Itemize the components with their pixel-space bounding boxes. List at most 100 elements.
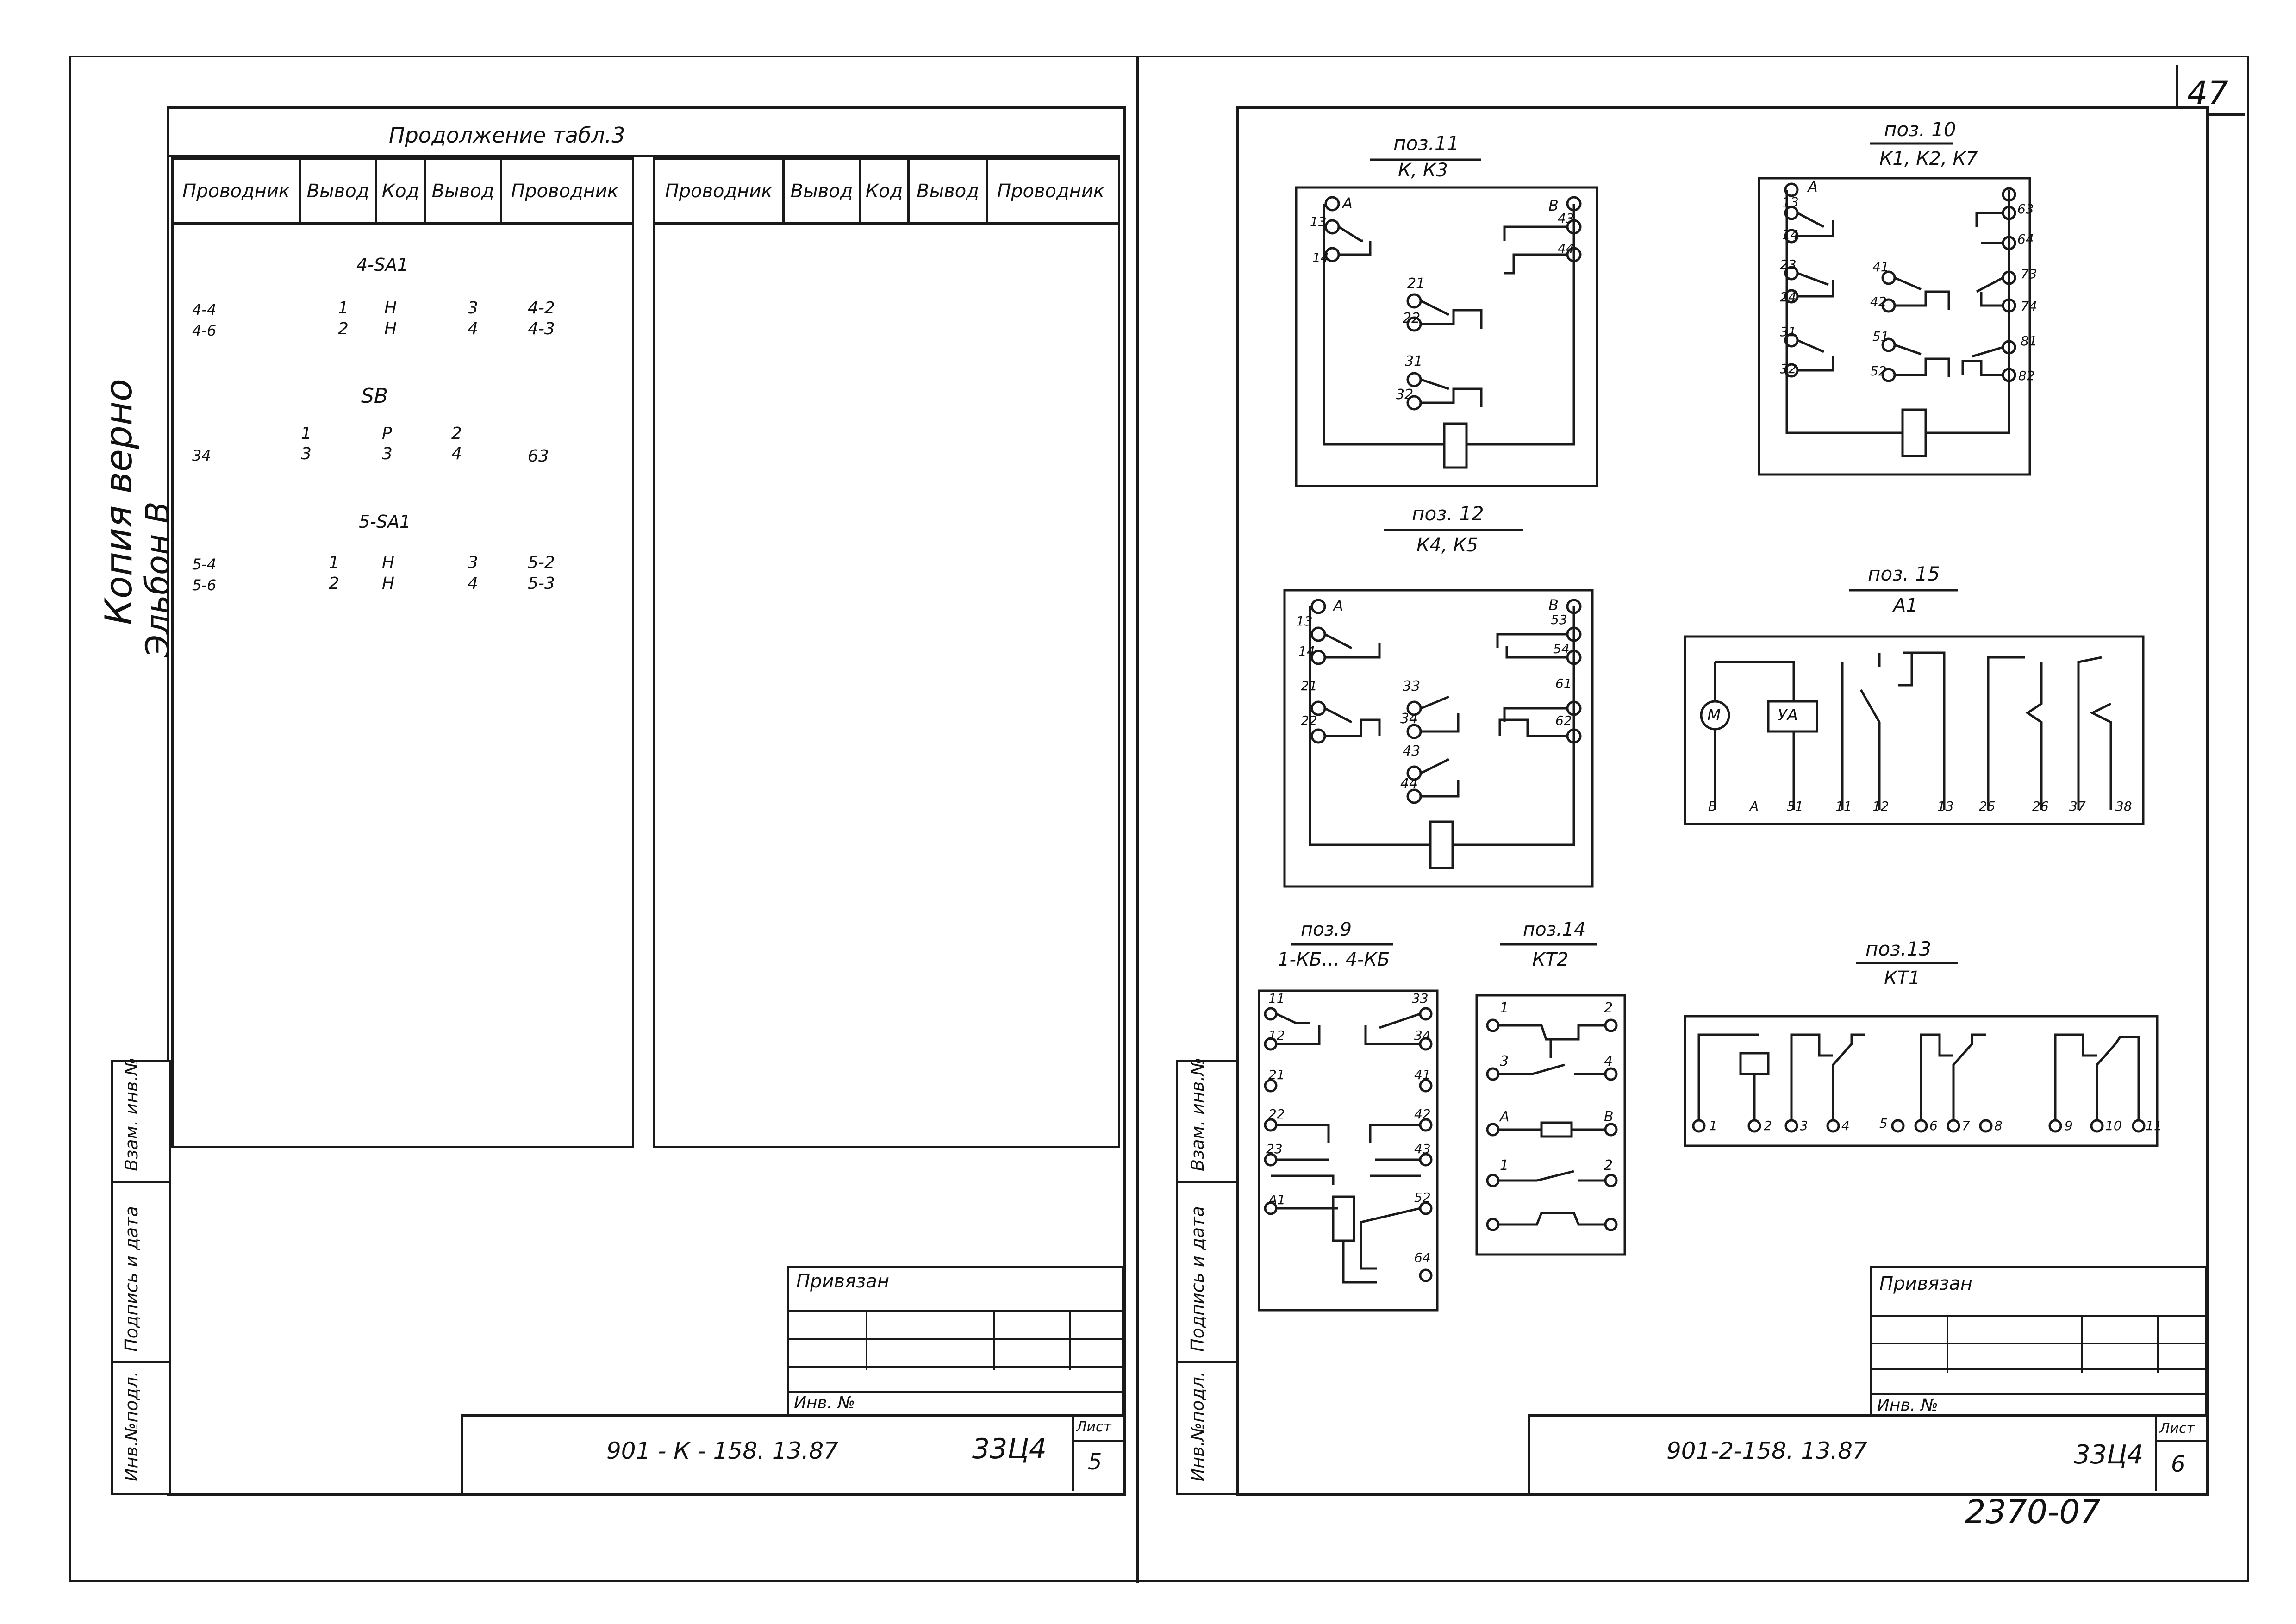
table-cell: 2 4 <box>451 424 462 463</box>
terminal-label: 8 <box>1994 1118 2003 1133</box>
terminal-label: 1 <box>1709 1118 1717 1133</box>
terminal-label: 11 <box>1268 991 1285 1006</box>
terminal-label: 41 <box>1414 1067 1431 1082</box>
col-b1 <box>782 157 785 225</box>
header-a-conductor2: Проводник <box>511 180 618 202</box>
terminal-label: 25 <box>1979 799 1996 814</box>
terminal-label: 32 <box>1396 387 1414 403</box>
terminal-label: 14 <box>1298 643 1315 659</box>
right-sheet-frame <box>1236 106 2209 1496</box>
terminal-label: 41 <box>1872 259 1889 275</box>
terminal-label: 22 <box>1268 1106 1285 1122</box>
terminal-label: 33 <box>1403 678 1421 694</box>
terminal-label: 23 <box>1266 1141 1283 1156</box>
terminal-label: 82 <box>2018 368 2035 383</box>
table-cell: Р 3 <box>382 424 393 463</box>
terminal-label: 52 <box>1414 1190 1431 1205</box>
right-doc-code: 901-2-158. 13.87 <box>1666 1437 1867 1464</box>
terminal-label: 37 <box>2069 799 2086 814</box>
pos12-label: поз. 12 <box>1412 502 1484 525</box>
terminal-label: 13 <box>1310 214 1327 229</box>
terminal-label: 34 <box>1400 711 1418 727</box>
terminal-label: 43 <box>1558 211 1574 226</box>
col-b2 <box>859 157 861 225</box>
header-b-output2: Вывод <box>917 180 979 202</box>
left-table-title: Продолжение табл.3 <box>389 123 625 148</box>
terminal-label: 13 <box>1782 194 1799 210</box>
pos13-devices: КТ1 <box>1884 968 1921 989</box>
terminal-label: 31 <box>1405 353 1423 369</box>
terminal-label: 12 <box>1872 799 1889 814</box>
terminal-label: 38 <box>2115 799 2132 814</box>
terminal-label: 73 <box>2021 266 2037 281</box>
pos14-label: поз.14 <box>1523 919 1586 940</box>
terminal-label: 1 <box>1500 1000 1509 1016</box>
right-priv-h2 <box>1870 1343 2206 1344</box>
terminal-label: 31 <box>1780 324 1797 339</box>
terminal-label: 81 <box>2021 333 2037 349</box>
left-inv-label: Инв. № <box>794 1393 855 1412</box>
pos10-label: поз. 10 <box>1884 118 1956 141</box>
terminal-label: 13 <box>1296 613 1313 629</box>
col-a1 <box>299 157 301 225</box>
pos15-label: поз. 15 <box>1868 562 1940 585</box>
terminal-label: 43 <box>1403 743 1421 759</box>
header-a-code: Код <box>381 180 419 202</box>
right-priv-v3 <box>2157 1315 2159 1373</box>
table-row: 5-4 <box>192 556 217 573</box>
table-cell: 4-2 <box>528 299 555 318</box>
right-priv-v2 <box>2081 1315 2083 1373</box>
header-b-conductor2: Проводник <box>997 180 1104 202</box>
table-cell: 5-3 <box>528 574 555 593</box>
terminal-label: 32 <box>1780 361 1797 376</box>
terminal-label: 9 <box>2065 1118 2073 1133</box>
table-cell: Н <box>382 553 395 572</box>
header-a-output2: Вывод <box>431 180 494 202</box>
terminal-label: 12 <box>1268 1028 1285 1043</box>
col-a2 <box>375 157 377 225</box>
terminal-label: 64 <box>2017 231 2034 247</box>
table-cell: Н <box>384 299 397 318</box>
table-cell: 2 <box>338 319 349 338</box>
terminal-label: 42 <box>1414 1106 1431 1122</box>
group-label-4sa1: 4-SA1 <box>356 255 409 275</box>
terminal-label: 11 <box>1835 799 1852 814</box>
left-strip-div2 <box>111 1361 169 1363</box>
terminal-label: 22 <box>1403 310 1421 326</box>
terminal-label: 21 <box>1301 678 1317 693</box>
terminal-label: 53 <box>1551 612 1567 627</box>
right-priv-h1 <box>1870 1315 2206 1317</box>
terminal-label: 22 <box>1301 713 1317 728</box>
right-side-strip <box>1176 1060 1238 1495</box>
terminal-label: 21 <box>1407 275 1425 292</box>
terminal-label: 1 <box>1500 1157 1509 1174</box>
terminal-label: В <box>1604 1109 1614 1125</box>
terminal-label: 43 <box>1414 1141 1431 1156</box>
left-stamp-list-div <box>1072 1414 1074 1491</box>
terminal-label: В <box>1708 799 1717 814</box>
terminal-label: 7 <box>1962 1118 1970 1133</box>
right-priv-v1 <box>1947 1315 1948 1373</box>
header-a-output1: Вывод <box>306 180 369 202</box>
table-cell: 3 <box>468 299 478 318</box>
terminal-label: А <box>1750 799 1759 814</box>
group-label-sb: SB <box>361 384 388 408</box>
left-sheet-code: 33Ц4 <box>972 1433 1047 1465</box>
pos13-label: поз.13 <box>1866 937 1932 960</box>
terminal-label: А <box>1333 597 1343 615</box>
terminal-label: 74 <box>2021 299 2037 314</box>
left-priv-v2 <box>993 1310 995 1370</box>
col-b4 <box>986 157 988 225</box>
right-priv-h4 <box>1870 1393 2206 1395</box>
left-table-a <box>171 157 634 1148</box>
col-a4 <box>500 157 502 225</box>
page-number: 47 <box>2187 74 2229 112</box>
pos14-devices: КТ2 <box>1532 949 1569 970</box>
terminal-label: 2 <box>1604 1157 1613 1174</box>
terminal-label: 23 <box>1780 257 1797 272</box>
left-stamp-list-h <box>1072 1440 1123 1442</box>
archive-number: 2370-07 <box>1965 1493 2101 1531</box>
terminal-label: 61 <box>1555 676 1572 691</box>
table-cell: 1 <box>329 553 339 572</box>
